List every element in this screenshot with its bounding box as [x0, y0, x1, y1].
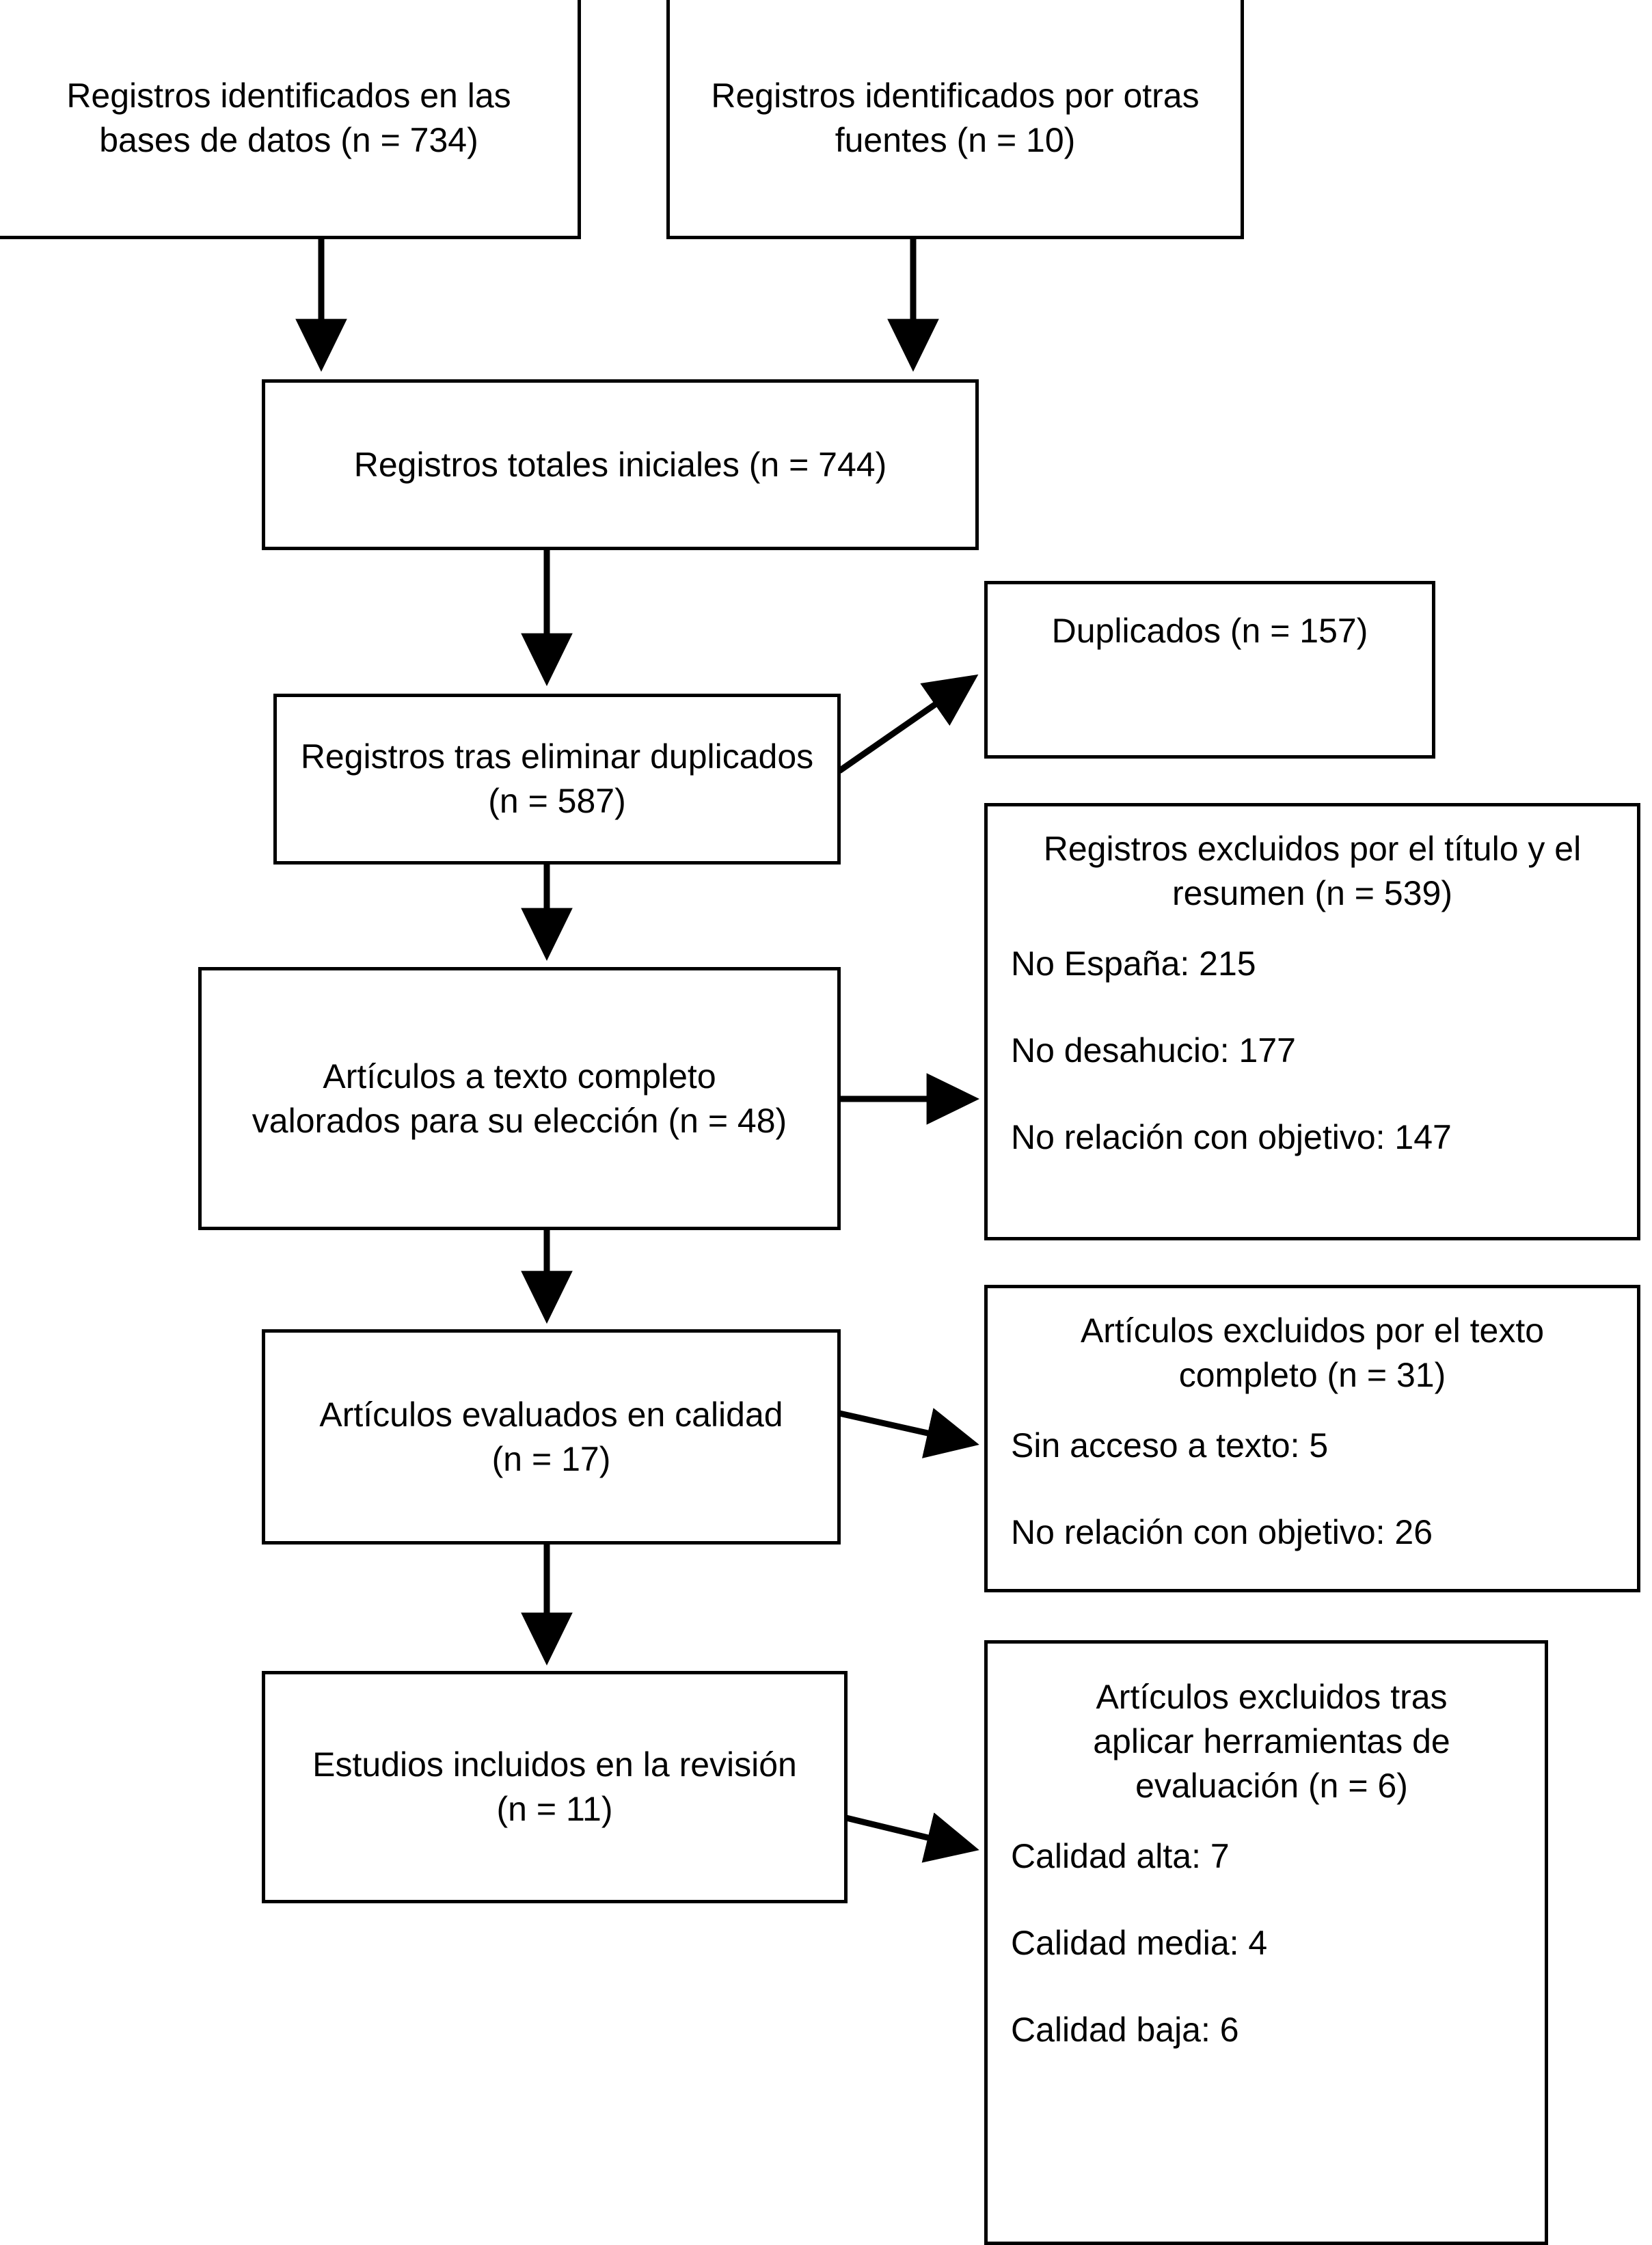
box-quality-assessed-line-2: (n = 17) — [491, 1439, 611, 1478]
box-excluded-fulltext: Artículos excluidos por el texto complet… — [984, 1285, 1640, 1592]
box-total-initial-records: Registros totales iniciales (n = 744) — [262, 379, 979, 550]
connector-quality-to-excluded-fulltext — [839, 1408, 979, 1458]
box-quality-assessed-line-1: Artículos evaluados en calidad — [319, 1395, 783, 1434]
connector-included-to-excluded-tools — [845, 1812, 979, 1863]
box-excluded-quality-tools: Artículos excluidos tras aplicar herrami… — [984, 1640, 1548, 2245]
box-fulltext-assessed: Artículos a texto completo valorados par… — [198, 967, 841, 1230]
box-excluded-title-abstract-title: Registros excluidos por el título y el r… — [1043, 830, 1582, 912]
box-included-studies: Estudios incluidos en la revisión (n = 1… — [262, 1671, 848, 1903]
box-quality-assessed: Artículos evaluados en calidad (n = 17) — [262, 1329, 841, 1545]
box-identified-databases-text: Registros identificados en las bases de … — [66, 76, 511, 159]
box-excluded-fulltext-reason-1: Sin acceso a texto: 5 — [1011, 1426, 1329, 1465]
box-duplicates: Duplicados (n = 157) — [984, 581, 1435, 759]
box-excluded-title-abstract: Registros excluidos por el título y el r… — [984, 803, 1640, 1240]
box-excluded-title-abstract-reason-2: No desahucio: 177 — [1011, 1031, 1296, 1070]
box-after-duplicates: Registros tras eliminar duplicados (n = … — [273, 694, 841, 865]
box-after-duplicates-text: Registros tras eliminar duplicados (n = … — [300, 737, 814, 820]
box-excluded-quality-tools-reason-3: Calidad baja: 6 — [1011, 2011, 1239, 2049]
connector-afterdup-to-duplicates — [837, 674, 979, 774]
box-included-studies-line-2: (n = 11) — [496, 1790, 613, 1828]
box-duplicates-text: Duplicados (n = 157) — [1051, 612, 1368, 650]
box-excluded-quality-tools-title: Artículos excluidos tras aplicar herrami… — [1093, 1678, 1450, 1805]
box-excluded-fulltext-reason-2: No relación con objetivo: 26 — [1011, 1513, 1433, 1551]
box-fulltext-assessed-line-1: Artículos a texto completo — [323, 1057, 716, 1096]
box-excluded-fulltext-title: Artículos excluidos por el texto complet… — [1080, 1311, 1545, 1394]
box-excluded-quality-tools-reason-2: Calidad media: 4 — [1011, 1924, 1268, 1962]
box-excluded-title-abstract-reason-3: No relación con objetivo: 147 — [1011, 1118, 1452, 1156]
box-fulltext-assessed-line-2: valorados para su elección (n = 48) — [252, 1101, 787, 1140]
box-identified-other-sources: Registros identificados por otras fuente… — [666, 0, 1244, 239]
box-excluded-title-abstract-reason-1: No España: 215 — [1011, 944, 1256, 983]
box-identified-databases: Registros identificados en las bases de … — [0, 0, 581, 239]
box-identified-other-sources-text: Registros identificados por otras fuente… — [711, 76, 1200, 159]
box-excluded-quality-tools-reason-1: Calidad alta: 7 — [1011, 1837, 1230, 1875]
box-total-initial-records-text: Registros totales iniciales (n = 744) — [353, 445, 887, 484]
box-included-studies-line-1: Estudios incluidos en la revisión — [312, 1745, 797, 1784]
